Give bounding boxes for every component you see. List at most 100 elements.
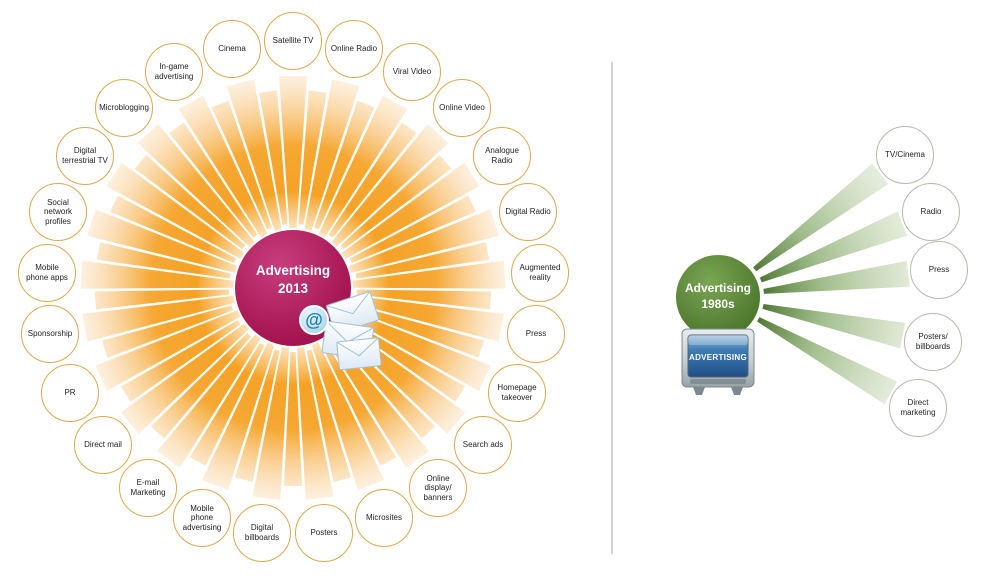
sunburst-ray xyxy=(757,317,898,405)
node-posters: Posters xyxy=(295,504,353,562)
tv-foot xyxy=(731,387,743,395)
hub-advertising-1980s: Advertising 1980s xyxy=(676,255,760,339)
sunburst-ray xyxy=(284,352,302,486)
sunburst-ray xyxy=(351,295,504,342)
sunburst-ray xyxy=(753,163,889,272)
tv-screen-text: ADVERTISING xyxy=(689,353,747,362)
sunburst-ray xyxy=(321,342,397,466)
at-badge-icon xyxy=(299,305,329,335)
sunburst-ray xyxy=(178,95,268,238)
node-in-game-advertising: In-game advertising xyxy=(145,43,203,101)
node-digital-terrestrial-tv: Digital terrestrial TV xyxy=(56,127,114,185)
sunburst-ray xyxy=(314,100,375,230)
node-sponsorship: Sponsorship xyxy=(21,305,79,363)
sunburst-ray xyxy=(226,79,282,231)
node-social-network-profiles: Social network profiles xyxy=(29,183,87,241)
sunburst-ray xyxy=(318,95,408,238)
sunburst-ray xyxy=(211,100,272,230)
sunburst-ray xyxy=(311,342,385,491)
sunburst-ray xyxy=(349,209,499,273)
sunburst-ray xyxy=(235,349,280,482)
node-email-marketing: E-mail Marketing xyxy=(119,459,177,517)
node-microblogging: Microblogging xyxy=(95,79,153,137)
sunburst-ray xyxy=(95,310,241,391)
tv-screen xyxy=(687,334,749,378)
node-search-ads: Search ads xyxy=(454,416,512,474)
sunburst-ray xyxy=(82,295,235,342)
tv-foot xyxy=(693,387,705,395)
node-press-1980s: Press xyxy=(910,241,968,299)
hub-1980s-title-line2: 1980s xyxy=(701,297,735,311)
node-digital-radio: Digital Radio xyxy=(499,183,557,241)
node-microsites: Microsites xyxy=(355,489,413,547)
at-symbol: @ xyxy=(305,310,323,330)
node-analogue-radio: Analogue Radio xyxy=(473,127,531,185)
node-posters-billboards: Posters/ billboards xyxy=(904,313,962,371)
sunburst-ray xyxy=(349,195,476,263)
node-online-radio: Online Radio xyxy=(325,20,383,78)
hub-2013-title-line1: Advertising xyxy=(255,263,331,279)
tv-set-illustration: ADVERTISING xyxy=(681,328,755,395)
sunburst-ray xyxy=(150,332,251,439)
sunburst-ray xyxy=(331,123,449,247)
left-sunburst xyxy=(80,76,506,501)
node-press: Press xyxy=(507,305,565,363)
email-envelopes-illustration: @ xyxy=(299,291,382,371)
sunburst-ray xyxy=(94,289,230,310)
sunburst-ray xyxy=(328,122,417,238)
envelope-icon xyxy=(336,337,382,371)
node-digital-billboards: Digital billboards xyxy=(233,504,291,562)
sunburst-ray xyxy=(304,79,360,231)
sunburst-ray xyxy=(96,242,231,279)
sunburst-ray xyxy=(101,305,233,358)
node-tv-cinema: TV/Cinema xyxy=(876,126,934,184)
panel-divider xyxy=(611,62,613,554)
sunburst-ray xyxy=(201,342,275,491)
sunburst-ray xyxy=(341,162,480,259)
node-mobile-phone-apps: Mobile phone apps xyxy=(18,244,76,302)
sunburst-ray xyxy=(252,347,289,501)
sunburst-ray xyxy=(87,209,237,273)
node-homepage-takeover: Homepage takeover xyxy=(488,364,546,422)
sunburst-ray xyxy=(298,90,327,225)
sunburst-ray xyxy=(80,260,234,289)
sunburst-ray xyxy=(137,123,255,247)
node-satellite-tv: Satellite TV xyxy=(264,12,322,70)
node-viral-video: Viral Video xyxy=(383,43,441,101)
sunburst-ray xyxy=(355,242,490,279)
sunburst-ray xyxy=(297,347,334,501)
sunburst-ray xyxy=(306,349,351,482)
sunburst-ray xyxy=(110,195,237,263)
hub-1980s-title-line1: Advertising xyxy=(684,281,751,296)
sunburst-ray xyxy=(762,304,906,349)
sunburst-ray xyxy=(759,211,907,283)
sunburst-ray xyxy=(189,342,265,466)
sunburst-ray xyxy=(279,76,307,228)
sunburst-ray xyxy=(345,310,491,391)
sunburst-ray xyxy=(259,90,288,225)
node-cinema: Cinema xyxy=(203,20,261,78)
node-direct-marketing: Direct marketing xyxy=(889,379,947,437)
node-mobile-phone-advertising: Mobile phone advertising xyxy=(173,489,231,547)
node-online-video: Online Video xyxy=(433,79,491,137)
hub-2013-title-line2: 2013 xyxy=(277,281,309,296)
sunburst-ray xyxy=(106,162,245,259)
right-sunburst xyxy=(753,163,910,405)
sunburst-ray xyxy=(169,122,258,238)
sunburst-ray xyxy=(356,289,492,310)
node-augmented-reality: Augmented reality xyxy=(511,244,569,302)
node-online-display-banners: Online display/ banners xyxy=(409,459,467,517)
sunburst-ray xyxy=(134,154,246,250)
sunburst-ray xyxy=(340,154,452,250)
sunburst-ray xyxy=(121,320,241,402)
sunburst-ray xyxy=(352,260,506,289)
node-direct-mail: Direct mail xyxy=(74,416,132,474)
sunburst-ray xyxy=(120,323,249,434)
sunburst-ray xyxy=(157,334,261,468)
tv-control-strip xyxy=(690,379,746,384)
tv-screen-glare xyxy=(688,335,748,345)
node-radio: Radio xyxy=(902,183,960,241)
sunburst-ray xyxy=(353,305,485,358)
